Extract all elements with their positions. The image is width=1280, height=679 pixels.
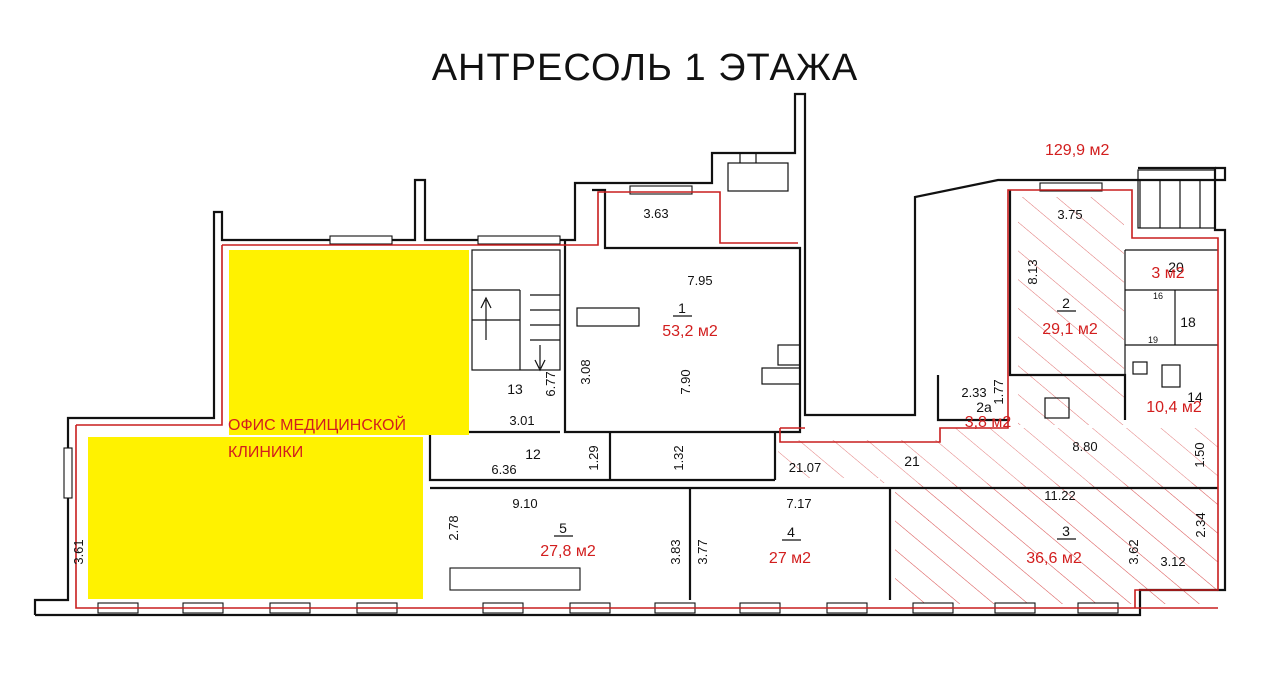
room-area: 36,6 м2 [1026, 550, 1082, 567]
dimension-label: 8.13 [1025, 259, 1040, 284]
boundary-lines [75, 189, 1219, 609]
dimension-label: 1.50 [1192, 442, 1207, 467]
dimension-label: 3.61 [71, 539, 86, 564]
highlight-label-line1: ОФИС МЕДИЦИНСКОЙ [228, 415, 406, 434]
room-numbers: 1 2 2а 3 4 5 12 13 14 16 18 19 20 21 [507, 259, 1203, 541]
dimension-label: 8.80 [1072, 439, 1097, 454]
room-area: 10,4 м2 [1146, 399, 1202, 416]
highlight-block-lower [88, 437, 423, 599]
dimension-label: 3.12 [1160, 554, 1185, 569]
room-area: 29,1 м2 [1042, 321, 1098, 338]
dimension-label: 1.77 [991, 379, 1006, 404]
hatched-areas [778, 197, 1218, 604]
dimension-label: 1.29 [586, 445, 601, 470]
room-number: 13 [507, 381, 523, 397]
dimension-label: 7.90 [678, 369, 693, 394]
room-area: 3,8 м2 [965, 414, 1012, 431]
highlighted-office-area [88, 250, 469, 599]
walls [33, 92, 1227, 617]
room-number: 5 [559, 520, 567, 536]
room-number: 12 [525, 446, 541, 462]
dimension-label: 6.77 [543, 371, 558, 396]
dimension-label: 3.08 [578, 359, 593, 384]
room-number: 20 [1168, 259, 1184, 275]
dimension-label: 3.83 [668, 539, 683, 564]
dimension-label: 11.22 [1044, 488, 1076, 503]
dimension-label: 7.95 [687, 273, 712, 288]
dimension-label: 6.36 [491, 462, 516, 477]
dimension-label: 3.75 [1057, 207, 1082, 222]
highlight-label-line2: КЛИНИКИ [228, 444, 303, 461]
dimension-label: 1.32 [671, 445, 686, 470]
room-number: 16 [1153, 291, 1163, 301]
room-number: 1 [678, 300, 686, 316]
room-area: 27 м2 [769, 550, 811, 567]
dimension-label: 3.63 [643, 206, 668, 221]
plan-title: АНТРЕСОЛЬ 1 ЭТАЖА [432, 47, 859, 89]
room-number: 3 [1062, 523, 1070, 539]
dimension-labels: 3.63 7.95 7.90 3.08 6.77 3.01 1.29 1.32 … [71, 206, 1208, 569]
room-number: 14 [1187, 389, 1203, 405]
dimension-label: 3.77 [695, 539, 710, 564]
room-number: 4 [787, 524, 795, 540]
dimension-label: 2.78 [446, 515, 461, 540]
dimension-label: 3.01 [509, 413, 534, 428]
room-number: 18 [1180, 314, 1196, 330]
highlight-block-upper [229, 250, 469, 435]
dimension-label: 2.34 [1193, 512, 1208, 537]
room-area: 53,2 м2 [662, 323, 718, 340]
room-number: 2 [1062, 295, 1070, 311]
total-area: 129,9 м2 [1045, 142, 1109, 159]
dimension-label: 3.62 [1126, 539, 1141, 564]
dimension-label: 9.10 [512, 496, 537, 511]
room-number: 21 [904, 453, 920, 469]
room-area: 3 м2 [1151, 265, 1184, 282]
room-number: 2а [976, 399, 992, 415]
room-number: 19 [1148, 335, 1158, 345]
dimension-label: 7.17 [786, 496, 811, 511]
room-areas: 53,2 м2 29,1 м2 3,8 м2 36,6 м2 27 м2 27,… [540, 265, 1202, 567]
dimension-label: 21.07 [789, 460, 822, 475]
room-area: 27,8 м2 [540, 543, 596, 560]
dimension-label: 2.33 [961, 385, 986, 400]
